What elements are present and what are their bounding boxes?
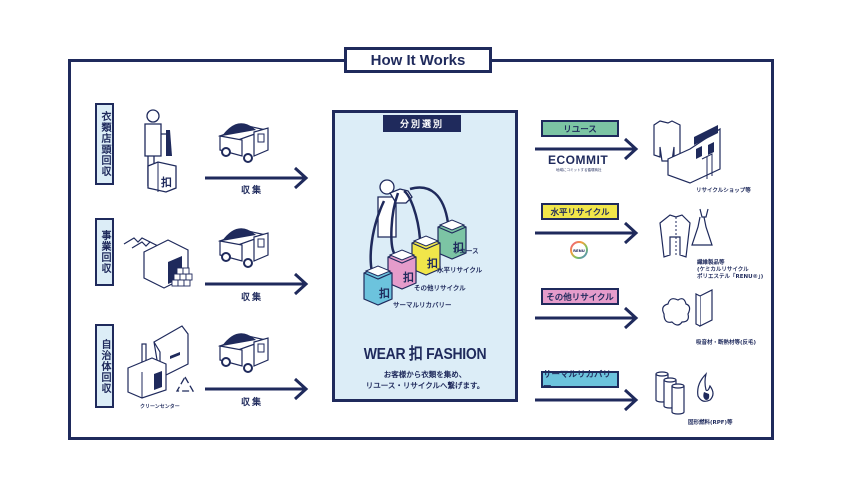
truck-icon [217, 123, 269, 163]
destination-line: (ケミカルリサイクル [697, 267, 749, 273]
source-label-business-collection: 事業回収 [95, 218, 114, 286]
collect-label: 収集 [241, 293, 264, 303]
category-thermal-recovery: サーマルリカバリー [541, 370, 619, 392]
truck-icon [217, 228, 269, 268]
arrow-right-icon [535, 306, 639, 330]
destination-horizontal-recycle: 繊維製品等 (ケミカルリサイクル ポリエステル「RENU®」) [697, 260, 763, 281]
source-label-text: 自治体回収 [99, 338, 110, 394]
arrow-right-icon [205, 377, 309, 401]
bin-other-recycle: 扣 [387, 249, 417, 290]
recycle-icon [175, 375, 195, 392]
ecommit-logo: ECOMMIT [548, 153, 609, 167]
factory-icon [127, 325, 189, 399]
bin-label-horizontal-recycle: 水平リサイクル [437, 266, 483, 274]
arrow-right-icon [205, 272, 309, 296]
renu-logo-text: RENU [573, 248, 585, 253]
svg-text:扣: 扣 [379, 286, 390, 300]
wear-to-fashion-logo: WEAR 扣 FASHION [363, 343, 487, 363]
destination-other-recycle: 吸音材・断熱材等(反毛) [696, 340, 757, 346]
recycle-shop-icon [653, 120, 721, 184]
solid-fuel-icon [655, 371, 714, 415]
source-label-text: 事業回収 [99, 230, 110, 274]
sorting-tag: 分別選別 [383, 115, 461, 132]
bin-label-other-recycle: その他リサイクル [414, 284, 466, 292]
insulation-material-icon [662, 289, 713, 327]
tagline-line-1: お客様から衣類を集め、 [383, 370, 467, 379]
arrow-right-icon [205, 166, 309, 190]
sorting-bins-illustration: 扣 扣 扣 扣 [363, 179, 467, 306]
destination-line: 繊維製品等 [697, 260, 725, 266]
category-reuse: リユース [541, 120, 619, 137]
destination-thermal-recovery: 固形燃料(RPF)等 [688, 420, 733, 426]
source-label-municipal-collection: 自治体回収 [95, 324, 114, 408]
svg-text:扣: 扣 [453, 240, 464, 254]
clothing-icon [659, 208, 713, 258]
collect-label: 収集 [241, 186, 264, 196]
source-label-store-collection: 衣類店頭回収 [95, 103, 114, 185]
destination-line: ポリエステル「RENU®」) [697, 274, 764, 280]
tagline-line-2: リユース・リサイクルへ繋げます。 [365, 381, 485, 390]
tagline: お客様から衣類を集め、 リユース・リサイクルへ繋げます。 [332, 369, 518, 391]
svg-text:扣: 扣 [427, 256, 438, 270]
page-title: How It Works [344, 47, 492, 73]
bin-label-thermal-recovery: サーマルリカバリー [393, 301, 452, 309]
arrow-right-icon [535, 388, 639, 412]
renu-logo-icon: RENU [570, 241, 588, 259]
truck-icon [217, 333, 269, 373]
arrow-right-icon [535, 221, 639, 245]
bin-horizontal-recycle: 扣 [411, 235, 441, 276]
clean-center-caption: クリーンセンター [140, 404, 180, 410]
svg-text:扣: 扣 [403, 270, 414, 284]
svg-text:扣: 扣 [161, 175, 172, 189]
collect-label: 収集 [241, 398, 264, 408]
category-other-recycle: その他リサイクル [541, 288, 619, 305]
arrow-right-icon [535, 137, 639, 161]
destination-reuse: リサイクルショップ等 [696, 188, 751, 194]
warehouse-with-clothes-icon [123, 237, 193, 289]
source-label-text: 衣類店頭回収 [99, 111, 110, 177]
bin-thermal-recovery: 扣 [363, 265, 393, 306]
ecommit-subtitle: 地域にコミットする循環商社 [556, 168, 602, 172]
bin-reuse: 扣 [437, 219, 467, 260]
person-with-collection-box-icon: 扣 [144, 109, 177, 193]
category-horizontal-recycle: 水平リサイクル [541, 203, 619, 220]
bin-label-reuse: リユース [453, 247, 479, 255]
